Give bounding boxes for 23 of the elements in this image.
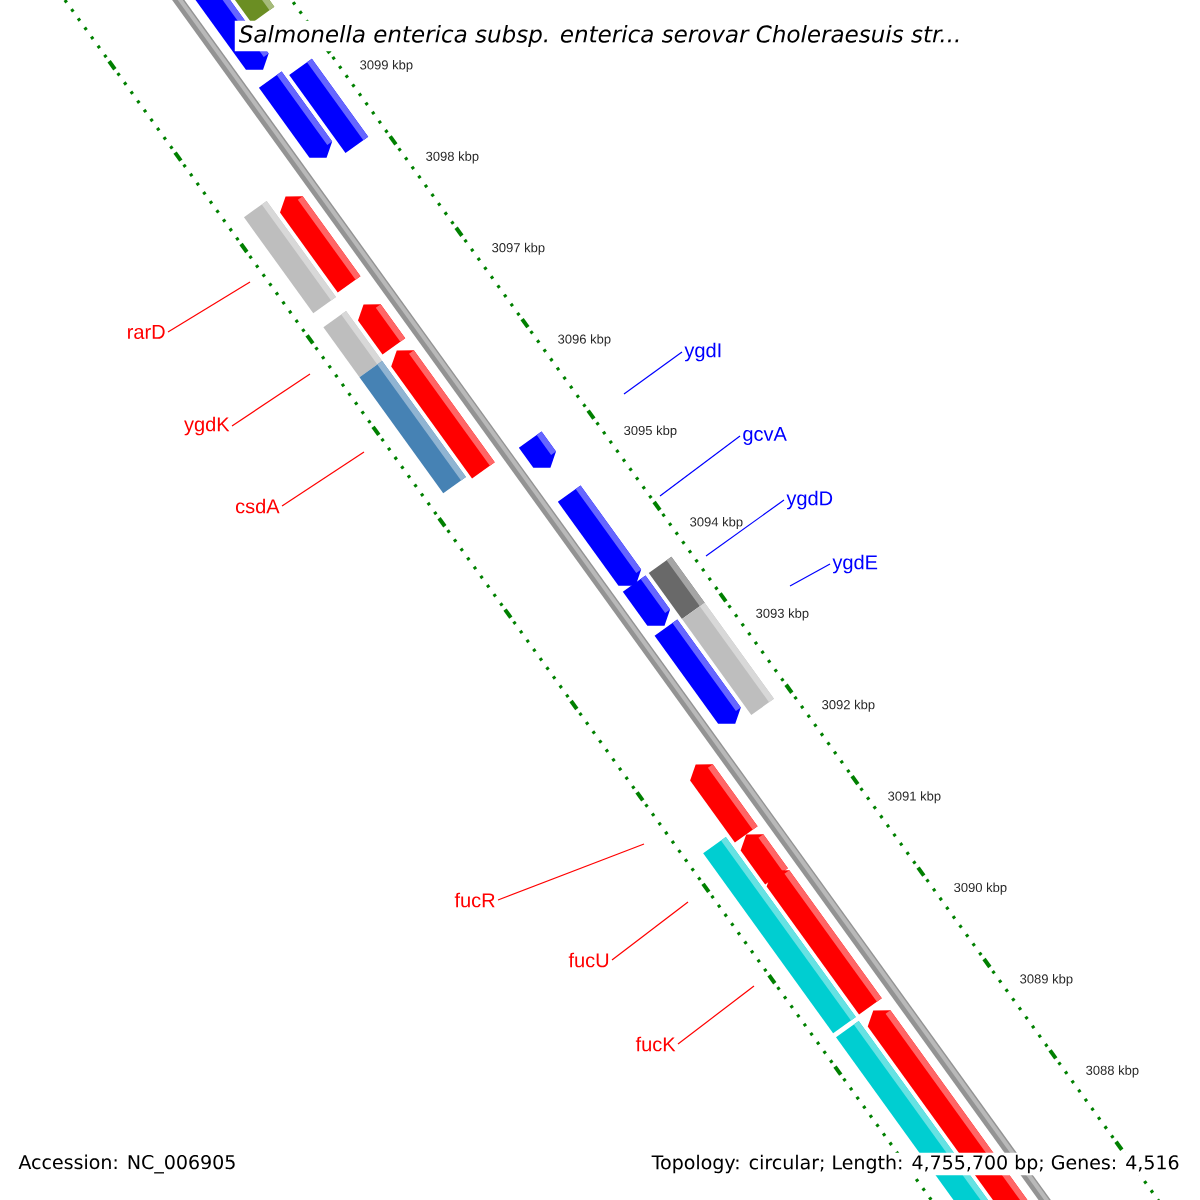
leader-line bbox=[705, 499, 785, 557]
leader-line bbox=[167, 281, 251, 333]
leader-line bbox=[497, 843, 645, 901]
leader-line bbox=[281, 451, 365, 507]
leader-line bbox=[677, 985, 755, 1045]
leader-line bbox=[659, 435, 741, 497]
gene-label: fucR bbox=[454, 892, 495, 908]
leader-line bbox=[623, 351, 683, 395]
leader-line bbox=[789, 563, 831, 587]
gene-label: ygdK bbox=[184, 416, 230, 436]
gene-label: ygdE bbox=[832, 554, 878, 574]
title: Salmonella enterica subsp. enterica serovar Choleraesuis str... bbox=[234, 20, 966, 52]
gene-label: csdA bbox=[236, 498, 280, 514]
gene-label: fucU bbox=[568, 952, 609, 968]
leader-line bbox=[611, 901, 689, 961]
gene-label: ygdD bbox=[786, 490, 833, 510]
gene-label: fucK bbox=[635, 1036, 676, 1052]
gene-label: gcvA bbox=[743, 427, 787, 445]
leader-line bbox=[231, 373, 311, 427]
gene-label: ygdI bbox=[684, 342, 721, 362]
gene-label: rarD bbox=[128, 325, 165, 339]
footer-text: Accession: NC_006905 bbox=[18, 1154, 235, 1174]
footer-text: Topology: circular; Length: 4,755,700 bp; Genes: 4,516 bbox=[649, 1152, 1182, 1176]
